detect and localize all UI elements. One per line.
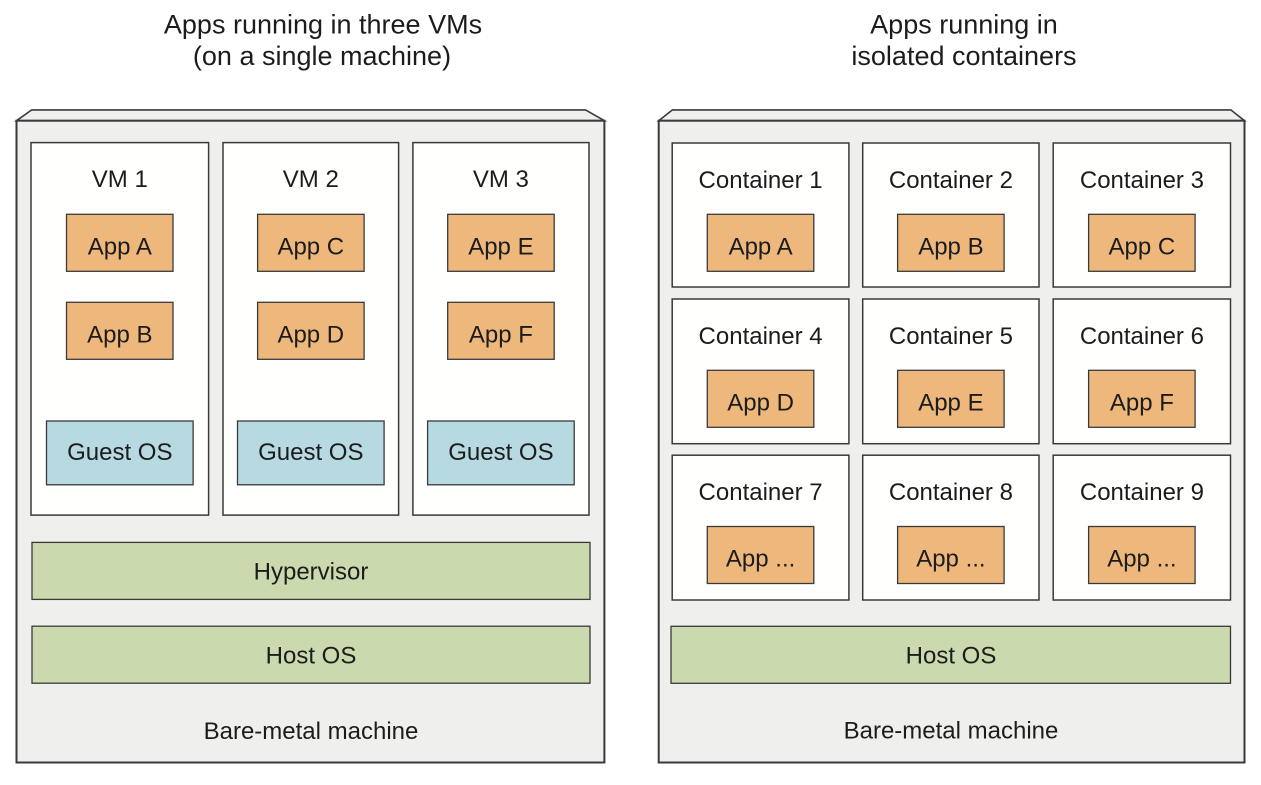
svg-text:(on a single machine): (on a single machine)	[193, 41, 451, 71]
svg-text:Container 8: Container 8	[889, 479, 1013, 506]
svg-text:Host OS: Host OS	[266, 642, 357, 669]
svg-text:App F: App F	[469, 322, 533, 349]
svg-text:App B: App B	[918, 234, 983, 261]
svg-text:App C: App C	[1109, 234, 1176, 261]
svg-text:App D: App D	[277, 322, 344, 349]
svg-text:Container 5: Container 5	[889, 323, 1013, 350]
svg-text:VM 1: VM 1	[92, 166, 148, 193]
svg-text:Container 9: Container 9	[1080, 479, 1204, 506]
svg-text:App A: App A	[88, 234, 152, 261]
svg-text:Host OS: Host OS	[906, 642, 997, 669]
svg-text:Hypervisor: Hypervisor	[254, 559, 369, 586]
svg-text:App B: App B	[87, 322, 152, 349]
svg-text:Bare-metal machine: Bare-metal machine	[204, 718, 419, 745]
svg-text:App E: App E	[468, 234, 533, 261]
svg-text:App F: App F	[1110, 390, 1174, 417]
svg-text:Container 7: Container 7	[699, 479, 823, 506]
svg-text:App ...: App ...	[916, 546, 985, 573]
svg-text:Container 1: Container 1	[699, 167, 823, 194]
svg-text:Apps running in: Apps running in	[870, 9, 1058, 39]
svg-text:App D: App D	[727, 390, 794, 417]
svg-text:App ...: App ...	[726, 546, 795, 573]
svg-text:App ...: App ...	[1107, 546, 1176, 573]
svg-text:VM 3: VM 3	[473, 166, 529, 193]
svg-text:Guest OS: Guest OS	[448, 439, 553, 466]
svg-text:VM 2: VM 2	[283, 166, 339, 193]
svg-text:App C: App C	[277, 234, 344, 261]
svg-text:isolated containers: isolated containers	[851, 41, 1076, 71]
svg-text:Bare-metal machine: Bare-metal machine	[844, 718, 1059, 745]
svg-text:Apps running in three VMs: Apps running in three VMs	[164, 9, 482, 39]
svg-text:Container 3: Container 3	[1080, 167, 1204, 194]
svg-text:Container 6: Container 6	[1080, 323, 1204, 350]
svg-text:Guest OS: Guest OS	[258, 439, 363, 466]
svg-text:Guest OS: Guest OS	[67, 439, 172, 466]
svg-text:Container 2: Container 2	[889, 167, 1013, 194]
svg-text:App E: App E	[918, 390, 983, 417]
svg-text:Container 4: Container 4	[699, 323, 823, 350]
svg-text:App A: App A	[729, 234, 793, 261]
